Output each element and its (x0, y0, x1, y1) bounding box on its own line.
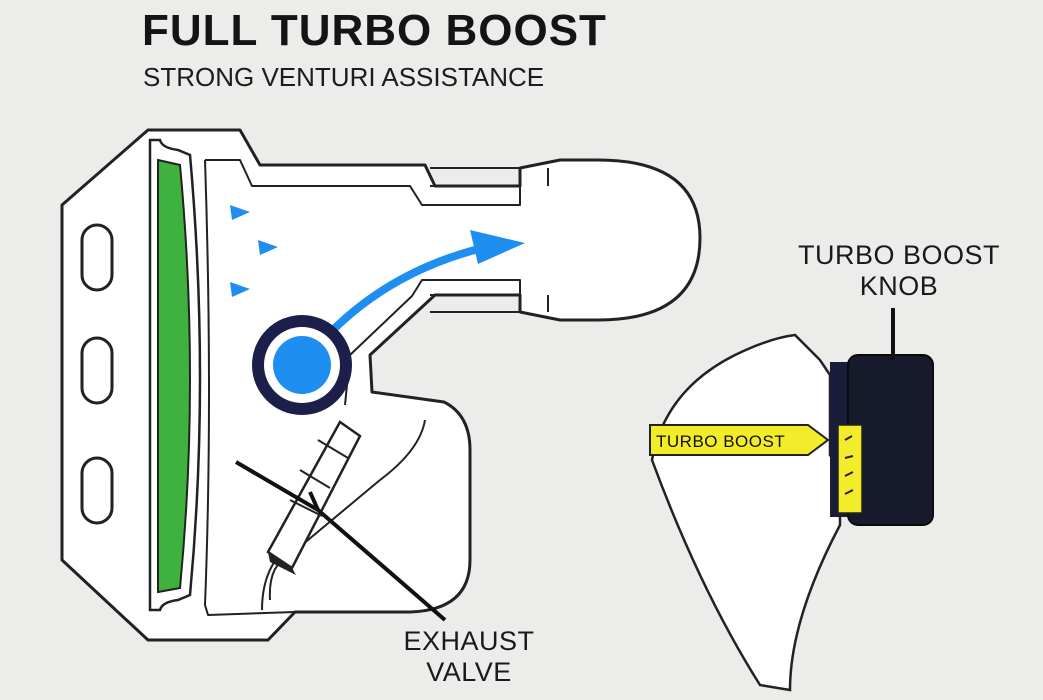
gasket (148, 138, 202, 612)
valve-label-line1: EXHAUST (403, 626, 535, 656)
small-flow-arrows (230, 205, 278, 297)
airflow-arrowhead (470, 230, 525, 264)
knob-label-line2: KNOB (859, 271, 939, 301)
housing (60, 128, 702, 642)
intake-slots (80, 223, 114, 525)
exhaust-valve (266, 420, 362, 575)
knob-label-line1: TURBO BOOST (797, 240, 1000, 270)
scale-label: TURBO BOOST (656, 432, 785, 451)
turbo-boost-knob-label: TURBO BOOST KNOB (770, 240, 1028, 302)
exhaust-valve-label: EXHAUST VALVE (384, 626, 554, 688)
diagram-title: FULL TURBO BOOST (142, 6, 607, 55)
knob-detail (649, 333, 934, 692)
diagram-subtitle: STRONG VENTURI ASSISTANCE (143, 62, 545, 92)
valve-label-line2: VALVE (426, 657, 512, 687)
venturi-port (252, 315, 352, 415)
